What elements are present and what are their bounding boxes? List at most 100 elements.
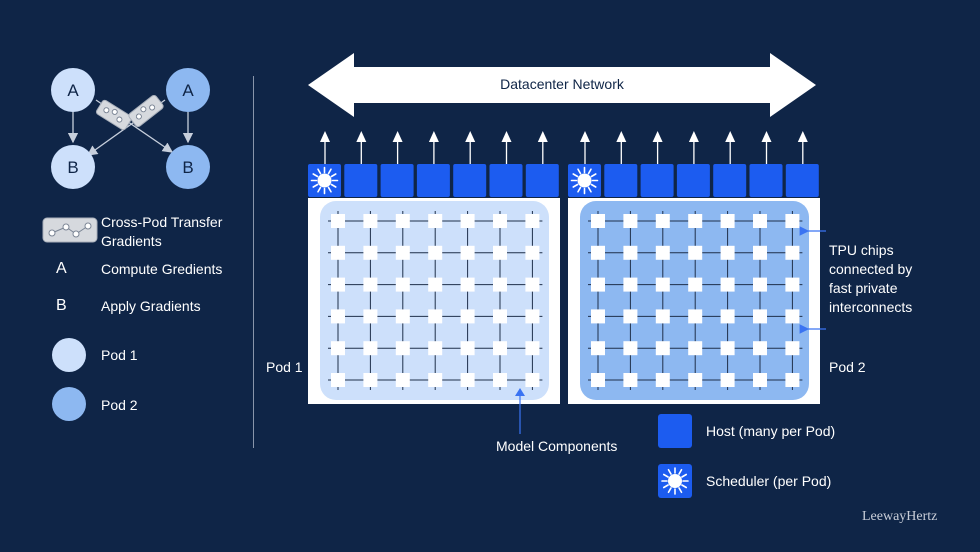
tpu-chip xyxy=(623,214,638,228)
scheduler-legend-text: Scheduler (per Pod) xyxy=(706,473,832,489)
tpu-chip xyxy=(655,214,670,228)
tpu-chip xyxy=(363,277,378,292)
uplink-arrowhead xyxy=(320,131,330,142)
legend-pod2-swatch xyxy=(52,387,86,421)
datacenter-network-arrow xyxy=(308,53,816,117)
tpu-chip xyxy=(460,373,475,387)
tpu-pointer-arrows xyxy=(799,226,826,334)
tpu-chip xyxy=(460,214,475,228)
tpu-chip xyxy=(688,277,703,292)
node-b-pod1 xyxy=(51,145,95,189)
tpu-chip xyxy=(753,341,767,356)
tpu-chip xyxy=(493,214,507,228)
section-divider xyxy=(253,76,254,448)
tpu-chip xyxy=(785,373,800,387)
host-box xyxy=(453,164,487,197)
legend-pod1-swatch xyxy=(52,338,86,372)
legend-b-text: Apply Gradients xyxy=(101,298,201,314)
model-components-label: Model Components xyxy=(496,438,618,454)
host-box xyxy=(525,164,559,197)
host-box xyxy=(344,164,378,197)
tpu-chip xyxy=(688,245,703,260)
tpu-chip xyxy=(428,245,443,260)
pod-2 xyxy=(568,131,820,404)
transfer-packet-icon xyxy=(95,99,133,131)
uplink-arrowhead xyxy=(501,131,512,142)
pod1-label: Pod 1 xyxy=(266,359,303,375)
node-b-pod2 xyxy=(166,145,210,189)
tpu-chip xyxy=(428,214,443,228)
tpu-chip xyxy=(720,214,735,228)
legend-b-symbol: B xyxy=(56,297,67,314)
tpu-chip xyxy=(623,309,638,324)
tpu-label-line4: interconnects xyxy=(829,299,913,315)
scheduler-sun-icon xyxy=(661,467,689,495)
uplink-arrowhead xyxy=(725,131,736,142)
brand-watermark: LeewayHertz xyxy=(862,509,938,524)
legend-cross-pod-line2: Gradients xyxy=(101,233,162,249)
host-legend-text: Host (many per Pod) xyxy=(706,423,836,439)
tpu-chip xyxy=(720,277,735,292)
tpu-chip xyxy=(753,309,767,324)
node-a-pod1 xyxy=(51,68,95,112)
host-box xyxy=(713,164,747,197)
host-box xyxy=(785,164,819,197)
tpu-chip xyxy=(785,277,800,292)
tpu-chip xyxy=(363,214,378,228)
tpu-chip xyxy=(720,309,735,324)
tpu-chip xyxy=(591,341,605,356)
tpu-chip xyxy=(460,277,475,292)
tpu-chip xyxy=(655,277,670,292)
uplink-arrowhead xyxy=(356,131,367,142)
tpu-label-line3: fast private xyxy=(829,280,898,296)
tpu-chip xyxy=(525,277,540,292)
tpu-chip xyxy=(525,214,540,228)
tpu-chip xyxy=(395,245,410,260)
tpu-chip xyxy=(591,309,605,324)
scheduler-sun-icon xyxy=(570,166,599,195)
tpu-chip xyxy=(525,373,540,387)
uplink-arrowhead xyxy=(580,131,590,142)
tpu-chip xyxy=(331,245,345,260)
tpu-chip xyxy=(493,245,507,260)
uplink-arrowhead xyxy=(616,131,627,142)
host-box xyxy=(676,164,710,197)
node-b-left-label: B xyxy=(67,158,78,177)
tpu-chip xyxy=(363,245,378,260)
pod2-label: Pod 2 xyxy=(829,359,866,375)
tpu-chip xyxy=(525,245,540,260)
tpu-chip xyxy=(720,245,735,260)
model-components-pointer xyxy=(515,388,525,434)
tpu-chip xyxy=(720,373,735,387)
datacenter-network-label: Datacenter Network xyxy=(500,76,624,92)
uplink-arrowhead xyxy=(652,131,663,142)
uplink-arrowhead xyxy=(761,131,772,142)
tpu-chip xyxy=(591,245,605,260)
tpu-chip xyxy=(331,309,345,324)
node-a-pod2 xyxy=(166,68,210,112)
tpu-chip xyxy=(331,373,345,387)
node-a-right-label: A xyxy=(182,81,194,100)
scheduler-legend-icon xyxy=(658,464,692,498)
tpu-chip xyxy=(525,341,540,356)
tpu-chip xyxy=(591,373,605,387)
tpu-chip xyxy=(753,214,767,228)
tpu-chip xyxy=(655,245,670,260)
tpu-chip xyxy=(688,373,703,387)
pod-chip-area xyxy=(320,201,549,400)
tpu-chip xyxy=(785,214,800,228)
tpu-chip xyxy=(428,277,443,292)
transfer-packet-icon xyxy=(128,94,164,128)
gradient-transfer-diagram: A A B B xyxy=(51,68,210,189)
tpu-chip xyxy=(460,309,475,324)
tpu-chip xyxy=(363,341,378,356)
tpu-chip xyxy=(493,341,507,356)
node-b-right-label: B xyxy=(182,158,193,177)
tpu-chip xyxy=(753,245,767,260)
tpu-chip xyxy=(688,341,703,356)
host-box xyxy=(380,164,414,197)
tpu-chip xyxy=(395,277,410,292)
tpu-chip xyxy=(460,341,475,356)
tpu-chip xyxy=(395,341,410,356)
